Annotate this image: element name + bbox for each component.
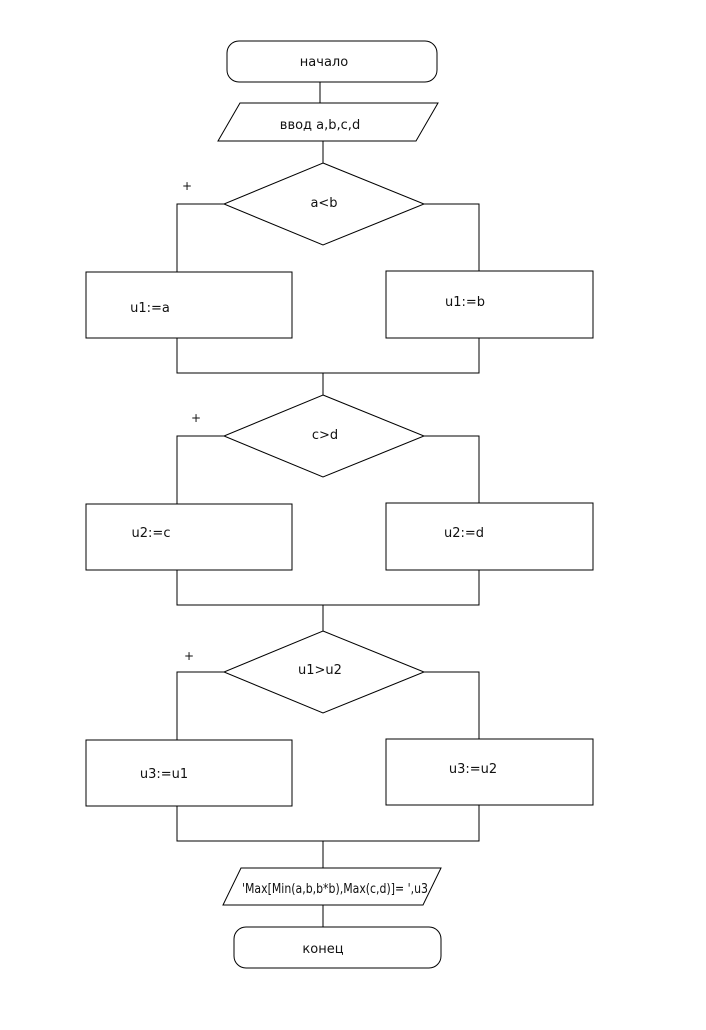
end-label: конец xyxy=(302,942,343,957)
decision2-no-branch xyxy=(424,435,480,503)
decision3-yes-label: u3:=u1 xyxy=(140,767,188,782)
input-parallelogram xyxy=(217,102,439,142)
decision3-diamond xyxy=(222,630,426,714)
decision3-yes-branch xyxy=(176,671,224,740)
decision3-true-mark: + xyxy=(184,649,194,663)
decision3-no-process xyxy=(385,738,594,806)
decision1-diamond xyxy=(222,162,426,246)
decision2-condition: c>d xyxy=(312,428,338,443)
decision2-true-mark: + xyxy=(191,411,201,425)
decision3-no-label: u3:=u2 xyxy=(449,762,497,777)
decision2-yes-label: u2:=c xyxy=(132,526,171,541)
decision1-no-branch xyxy=(424,203,480,271)
output-parallelogram xyxy=(222,867,442,906)
start-label: начало xyxy=(300,55,348,70)
decision2-no-label: u2:=d xyxy=(444,526,484,541)
decision2-merge xyxy=(176,570,480,606)
end-terminator xyxy=(233,926,442,969)
decision1-true-mark: + xyxy=(182,179,192,193)
decision1-yes-process xyxy=(85,271,293,339)
decision1-condition: a<b xyxy=(310,196,337,211)
decision3-merge xyxy=(176,805,480,842)
decision1-no-label: u1:=b xyxy=(445,295,485,310)
decision1-yes-label: u1:=a xyxy=(130,301,170,316)
decision2-yes-branch xyxy=(176,435,224,504)
decision3-no-branch xyxy=(424,671,480,739)
decision2-yes-process xyxy=(85,503,293,571)
decision3-condition: u1>u2 xyxy=(298,663,342,678)
decision1-merge xyxy=(176,338,480,374)
start-terminator xyxy=(226,40,438,83)
decision1-yes-branch xyxy=(176,203,224,272)
output-label: 'Max[Min(a,b,b*b),Max(c,d)]= ',u3 xyxy=(242,882,428,897)
decision2-no-process xyxy=(385,502,594,571)
decision1-no-process xyxy=(385,270,594,339)
input-label: ввод a,b,c,d xyxy=(280,118,360,133)
decision2-diamond xyxy=(222,394,426,478)
decision3-yes-process xyxy=(85,739,293,807)
